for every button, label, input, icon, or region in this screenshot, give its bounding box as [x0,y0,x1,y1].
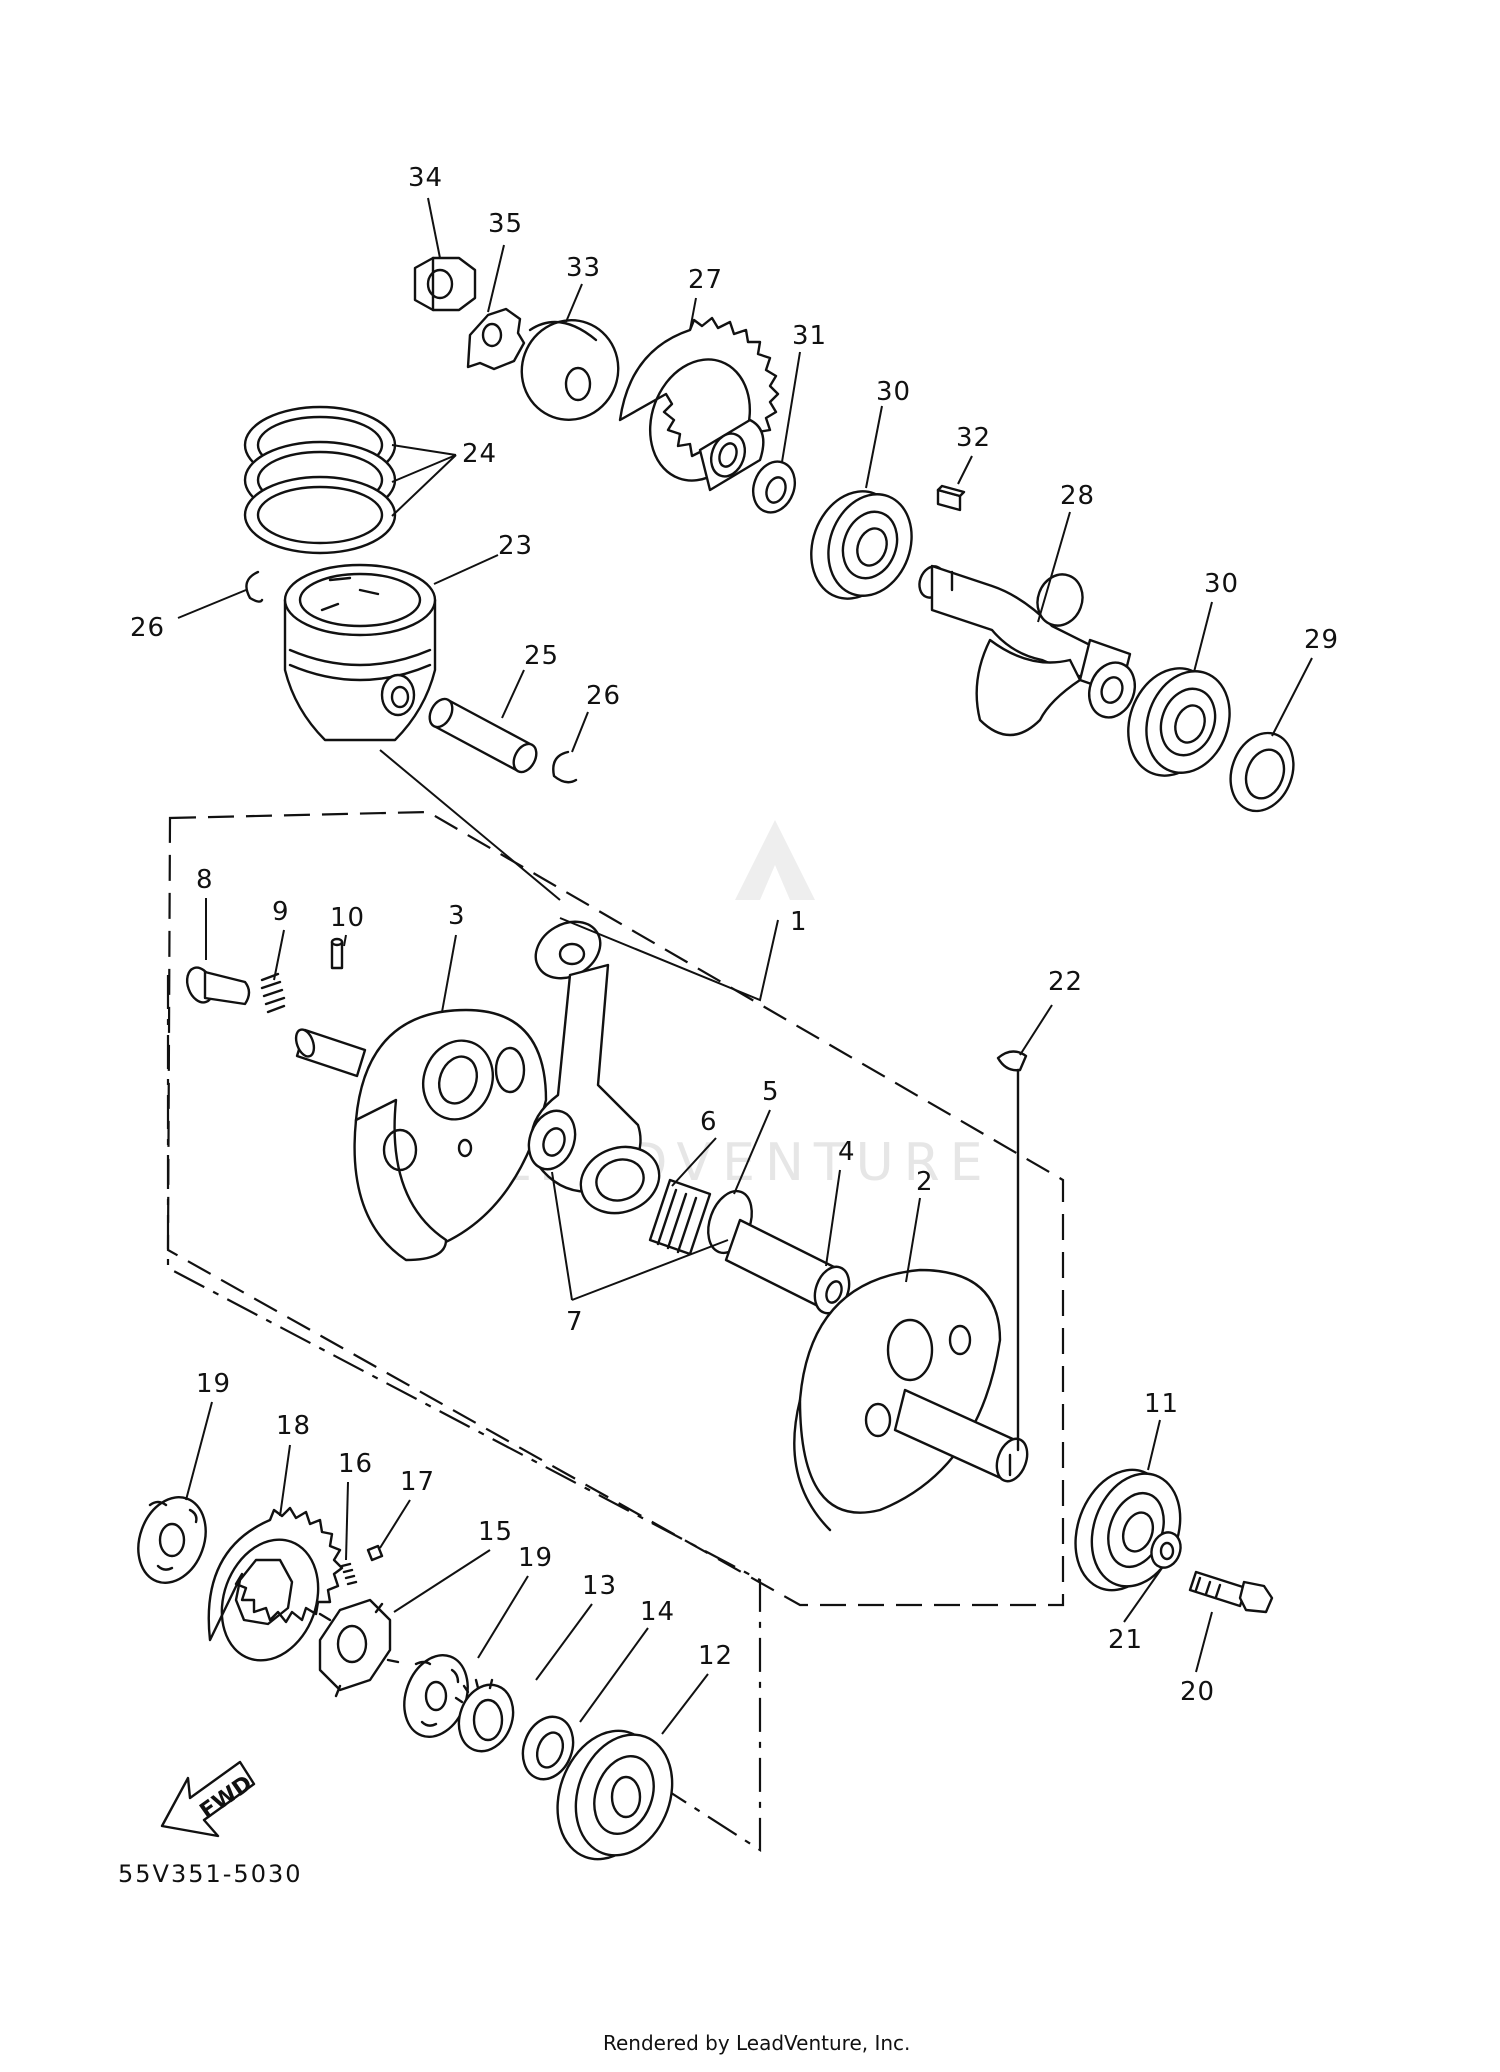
forward-direction-arrow: FWD [160,1760,257,1838]
part-25-piston-pin [428,697,538,774]
callout-2: 2 [916,1167,934,1197]
callout-1: 1 [790,907,808,937]
part-18-sprocket [207,1506,344,1662]
callout-27: 27 [688,265,723,295]
part-12-bearing [556,1729,674,1861]
render-credit: Rendered by LeadVenture, Inc. [603,2031,910,2055]
callout-22: 22 [1048,967,1083,997]
callout-20: 20 [1180,1677,1215,1707]
leader-lines [177,197,1313,1735]
callout-8: 8 [196,865,214,895]
crank-left-group-boundary [166,975,762,1853]
part-16-spring [340,1562,358,1586]
piston-to-rod-line [379,749,561,901]
part-33-washer [520,319,620,421]
callout-28: 28 [1060,481,1095,511]
callout-18: 18 [276,1411,311,1441]
callout-33: 33 [566,253,601,283]
part-7-washer-left [527,1109,577,1171]
part-31-washer [752,460,796,514]
part-15-hub [318,1598,400,1698]
part-35-lock-washer [466,307,526,371]
part-11-bearing [1074,1468,1182,1592]
part-20-bolt [1188,1570,1274,1614]
callout-34: 34 [408,163,443,193]
callout-23: 23 [498,531,533,561]
part-32-key [936,484,966,512]
part-10-pin [330,937,344,970]
part-23-piston [283,563,437,742]
callout-32: 32 [956,423,991,453]
part-26-clip-upper [245,570,264,603]
callout-21: 21 [1108,1625,1143,1655]
part-19-plate-left [137,1496,207,1584]
callout-19-left: 19 [196,1369,231,1399]
callout-10: 10 [330,903,365,933]
callout-16: 16 [338,1449,373,1479]
callout-31: 31 [792,321,827,351]
callout-14: 14 [640,1597,675,1627]
part-28-balancer-shaft [918,564,1136,737]
callout-26-upper: 26 [130,613,165,643]
callout-30-lower: 30 [1204,569,1239,599]
part-5-bearing [648,1178,753,1256]
callout-7: 7 [566,1307,584,1337]
callout-9: 9 [272,897,290,927]
callout-labels: 34 35 33 27 31 30 32 28 30 29 24 23 26 2… [130,163,1339,1707]
callout-17: 17 [400,1467,435,1497]
part-21-washer [1150,1531,1182,1569]
part-8-bolt [185,966,251,1006]
callout-5: 5 [762,1077,780,1107]
part-3-crank-web-left [294,1008,548,1262]
callout-24: 24 [462,439,497,469]
part-30-bearing-lower [1127,667,1231,777]
part-14-washer [521,1715,575,1781]
part-4-crank-pin [724,1218,851,1315]
crankshaft-assembly-boundary [166,810,1065,1607]
part-29-oil-seal [1229,731,1295,813]
part-17-plunger [366,1544,384,1562]
part-19-plate-right [403,1654,469,1738]
drawing-code: 55V351-5030 [118,1860,303,1888]
part-27-balancer-gear [618,316,780,492]
part-30-bearing-upper [810,490,913,600]
callout-19-right: 19 [518,1543,553,1573]
part-2-crank-web-right [793,1268,1029,1532]
callout-29: 29 [1304,625,1339,655]
part-22-woodruff-key [996,1050,1028,1452]
part-34-nut [413,256,477,312]
callout-26-lower: 26 [586,681,621,711]
callout-15: 15 [478,1517,513,1547]
callout-30-upper: 30 [876,377,911,407]
callout-3: 3 [448,901,466,931]
part-6-connecting-rod [530,920,661,1215]
callout-11: 11 [1144,1389,1179,1419]
callout-4: 4 [838,1137,856,1167]
callout-12: 12 [698,1641,733,1671]
callout-13: 13 [582,1571,617,1601]
part-13-gear [454,1678,515,1753]
callout-35: 35 [488,209,523,239]
part-24-piston-rings [243,405,397,555]
callout-6: 6 [700,1107,718,1137]
part-9-spring [260,972,286,1014]
callout-25: 25 [524,641,559,671]
part-26-clip-lower [552,750,578,784]
